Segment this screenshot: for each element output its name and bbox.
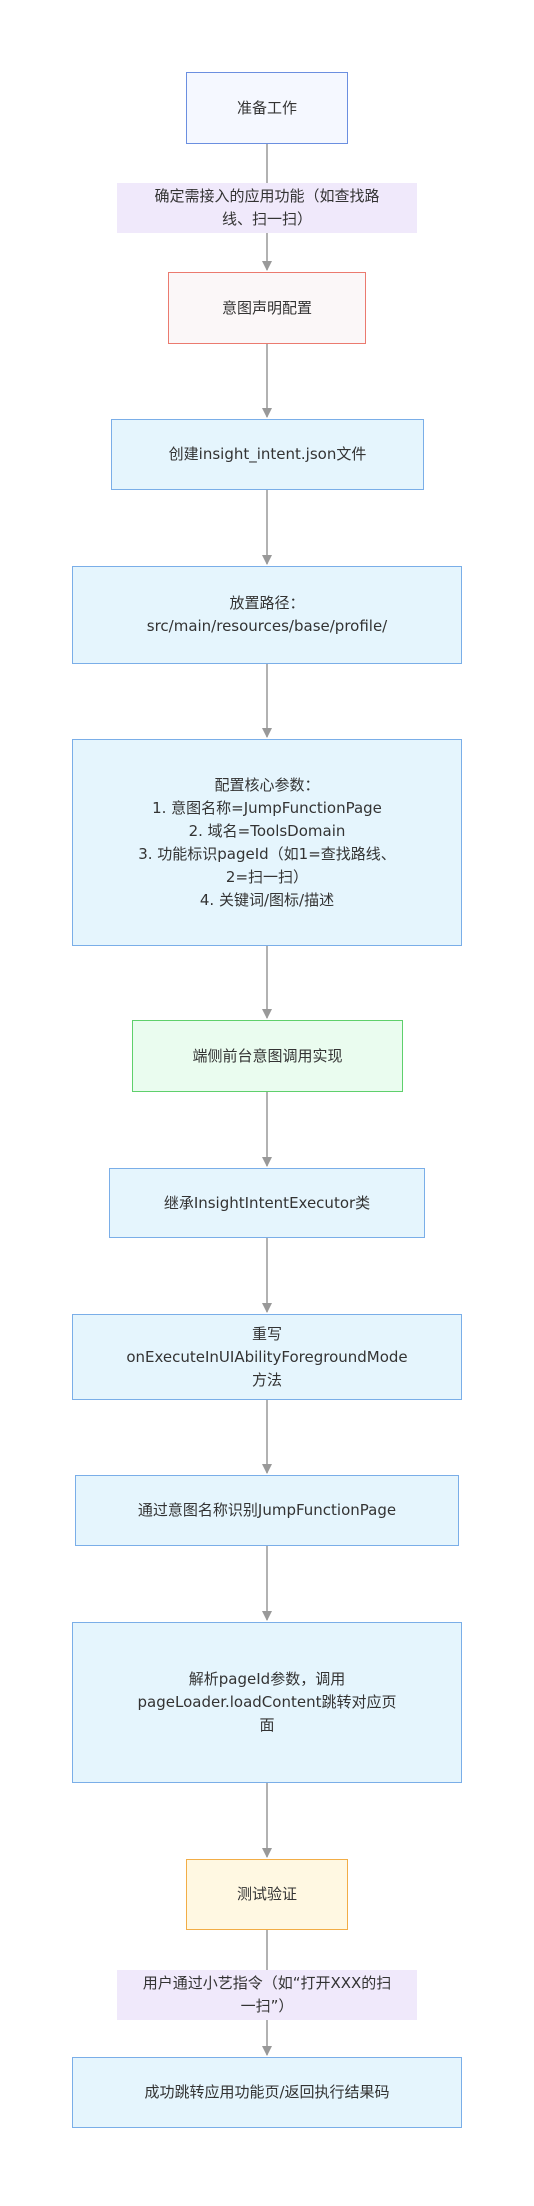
node-prepare: 准备工作 xyxy=(186,72,348,144)
edge-label-confirm-features: 确定需接入的应用功能（如查找路 线、扫一扫） xyxy=(117,183,417,233)
node-override: 重写 onExecuteInUIAbilityForegroundMode 方法 xyxy=(72,1314,462,1400)
node-intent-config: 意图声明配置 xyxy=(168,272,366,344)
node-inherit: 继承InsightIntentExecutor类 xyxy=(109,1168,425,1238)
node-frontend-impl: 端侧前台意图调用实现 xyxy=(132,1020,403,1092)
node-parse: 解析pageId参数，调用 pageLoader.loadContent跳转对应… xyxy=(72,1622,462,1783)
node-result: 成功跳转应用功能页/返回执行结果码 xyxy=(72,2057,462,2128)
node-path: 放置路径： src/main/resources/base/profile/ xyxy=(72,566,462,664)
node-test: 测试验证 xyxy=(186,1859,348,1930)
node-create-json: 创建insight_intent.json文件 xyxy=(111,419,424,490)
node-core-params: 配置核心参数： 1. 意图名称=JumpFunctionPage 2. 域名=T… xyxy=(72,739,462,946)
node-identify: 通过意图名称识别JumpFunctionPage xyxy=(75,1475,459,1546)
edge-label-voice-command: 用户通过小艺指令（如“打开XXX的扫 一扫”） xyxy=(117,1970,417,2020)
